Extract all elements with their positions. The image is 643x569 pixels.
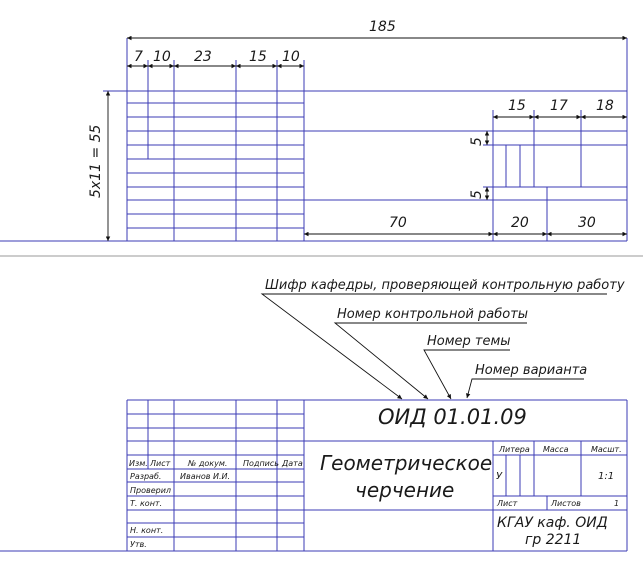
drawing-title-line2: черчение — [355, 478, 454, 502]
role-developer: Разраб. — [130, 472, 161, 481]
dim-r18: 18 — [596, 98, 614, 114]
title-block-text: ОИД 01.01.09 Геометрическое черчение Изм… — [129, 405, 622, 549]
callout-leaders — [260, 293, 607, 400]
stage-scale-label: Масшт. — [591, 445, 622, 454]
dim-10b: 10 — [282, 49, 300, 65]
dim-h5a: 5 — [469, 137, 485, 146]
top-dimension-lines — [105, 35, 627, 241]
role-approved: Утв. — [130, 540, 147, 549]
sheet-label: Лист — [496, 499, 518, 508]
title-block-frame — [0, 399, 628, 552]
callout-labels: Шифр кафедры, проверяющей контрольную ра… — [265, 278, 625, 378]
drawing-title-line1: Геометрическое — [320, 451, 492, 475]
header-doc: № докум. — [187, 459, 227, 468]
stage-litera-value: У — [496, 471, 503, 482]
header-izm: Изм. — [129, 459, 148, 468]
callout-work-number: Номер контрольной работы — [337, 307, 528, 322]
header-list: Лист — [149, 459, 171, 468]
dim-23: 23 — [194, 49, 212, 65]
header-sign: Подпись — [243, 459, 279, 468]
callout-topic-number: Номер темы — [427, 334, 511, 349]
stage-mass-label: Масса — [543, 445, 569, 454]
dim-185: 185 — [369, 19, 396, 35]
organization-line1: КГАУ каф. ОИД — [497, 515, 608, 531]
dim-10: 10 — [153, 49, 171, 65]
dim-r15: 15 — [508, 98, 526, 114]
dim-20: 20 — [511, 215, 529, 231]
dim-r17: 17 — [550, 98, 568, 114]
role-tcontrol: Т. конт. — [130, 499, 162, 508]
role-ncontrol: Н. конт. — [130, 526, 163, 535]
dim-30: 30 — [578, 215, 596, 231]
dim-h5b: 5 — [469, 190, 485, 199]
dim-7: 7 — [134, 49, 143, 65]
developer-name: Иванов И.И. — [180, 472, 230, 481]
dim-rows: 5x11 = 55 — [88, 124, 104, 198]
top-dimension-labels: 185 7 10 23 15 10 15 17 18 5x11 = 55 5 5… — [88, 19, 614, 231]
document-designation: ОИД 01.01.09 — [378, 405, 527, 429]
sheets-value: 1 — [614, 499, 619, 508]
callout-variant-number: Номер варианта — [475, 363, 587, 378]
dim-70: 70 — [389, 215, 407, 231]
stage-scale-value: 1:1 — [598, 471, 614, 482]
organization-line2: гр 2211 — [525, 532, 581, 548]
stage-litera-label: Литера — [498, 445, 530, 454]
callout-department-code: Шифр кафедры, проверяющей контрольную ра… — [265, 278, 625, 293]
top-stamp-drawing — [0, 38, 628, 242]
sheets-label: Листов — [550, 499, 581, 508]
header-date: Дата — [281, 459, 303, 468]
role-checked: Проверил — [130, 486, 171, 495]
dim-15: 15 — [249, 49, 267, 65]
